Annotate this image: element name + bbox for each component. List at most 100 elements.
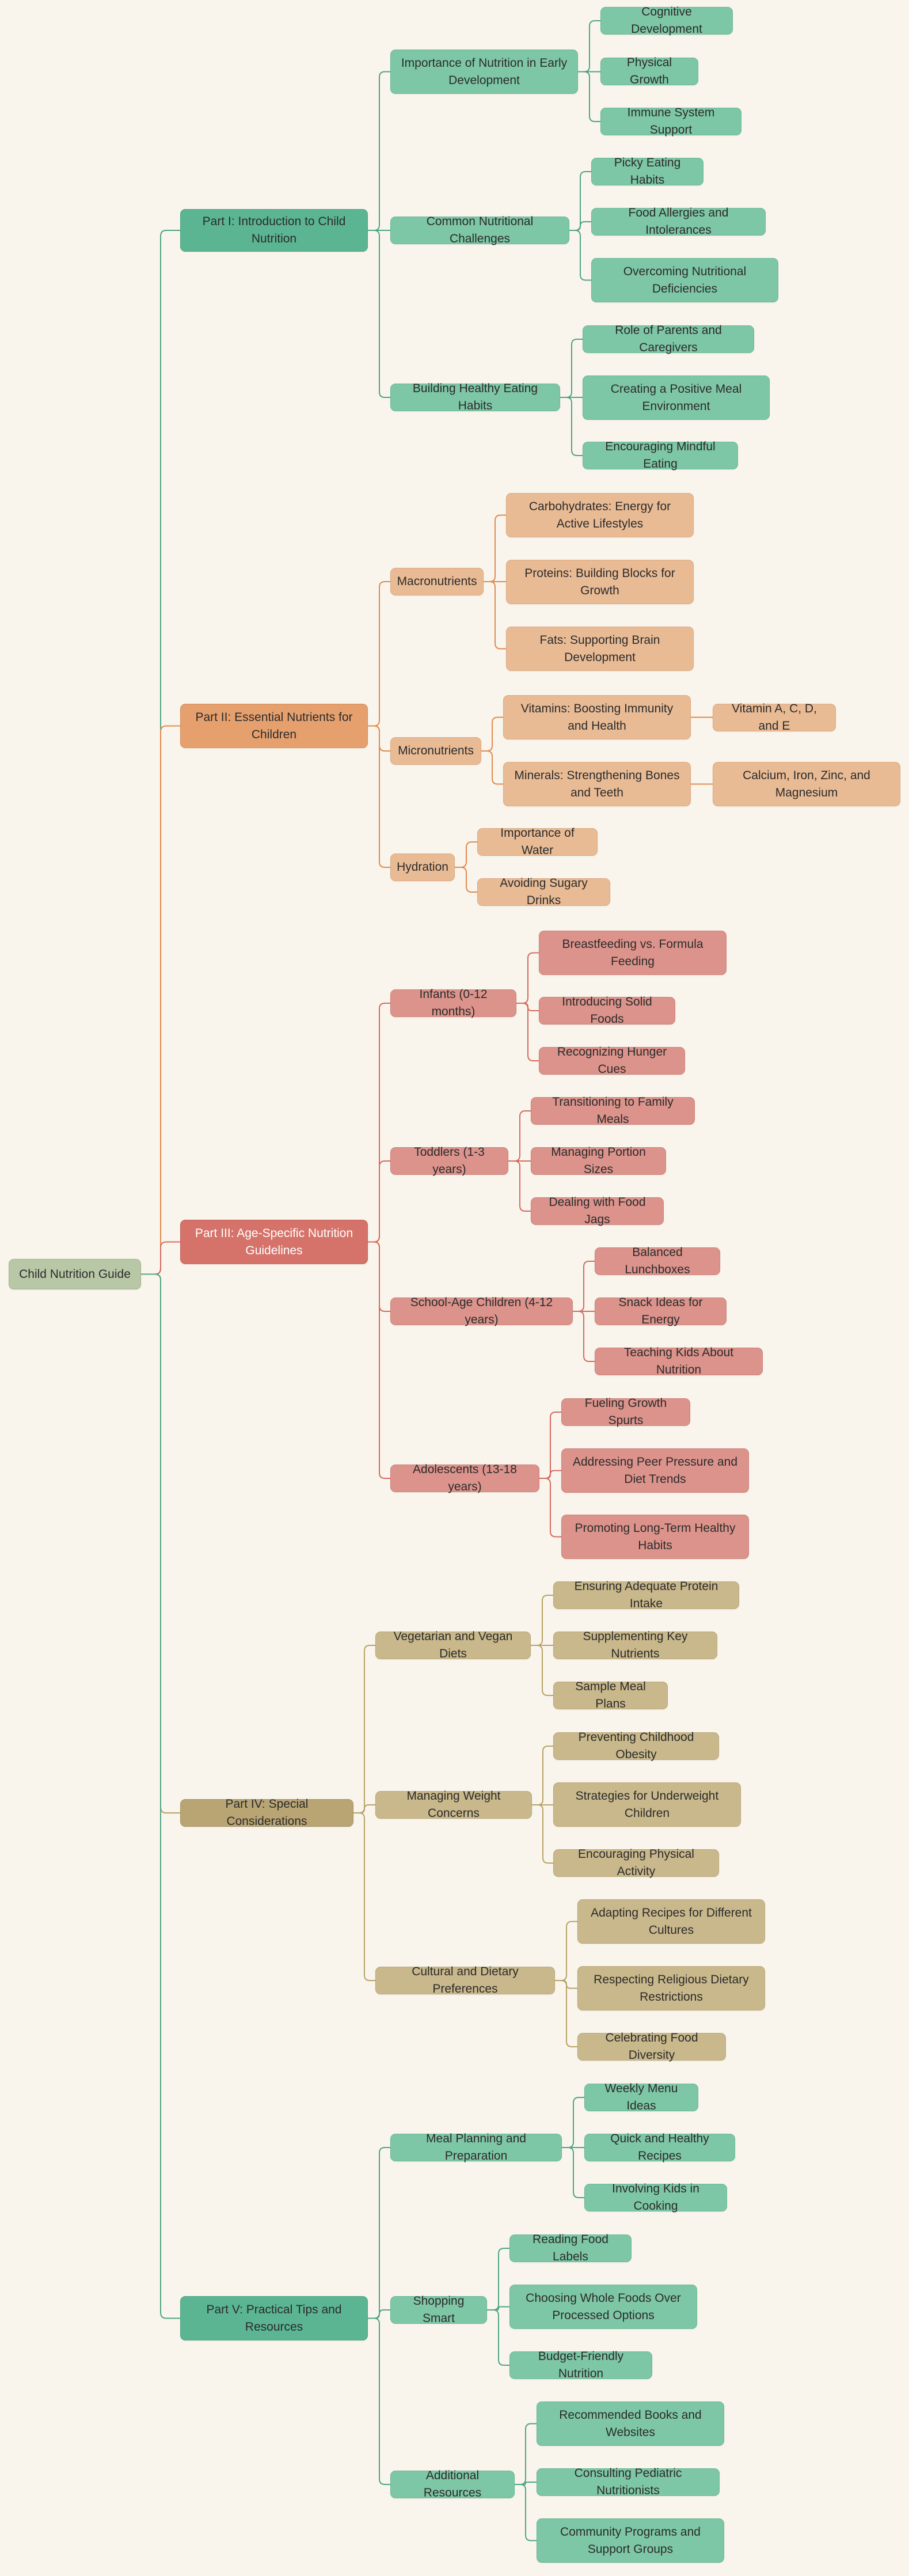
item-3-1-1[interactable]: Breastfeeding vs. Formula Feeding: [539, 931, 727, 975]
edge-item-3-3-1: [573, 1261, 595, 1312]
edge-topic-1-3: [368, 230, 390, 398]
root-node[interactable]: Child Nutrition Guide: [9, 1259, 141, 1289]
item-2-3-1[interactable]: Importance of Water: [477, 826, 598, 857]
item-1-3-2[interactable]: Creating a Positive Meal Environment: [583, 375, 770, 420]
edge-topic-3-4: [368, 1241, 390, 1479]
edge-item-2-3-2: [455, 867, 477, 893]
item-4-1-2[interactable]: Supplementing Key Nutrients: [553, 1630, 717, 1660]
item-5-1-3[interactable]: Involving Kids in Cooking: [584, 2182, 727, 2213]
item-1-1-2[interactable]: Physical Growth: [600, 56, 698, 86]
item-2-2-1-detail[interactable]: Vitamin A, C, D, and E: [713, 702, 836, 733]
item-5-2-1[interactable]: Reading Food Labels: [509, 2233, 632, 2263]
item-5-1-2[interactable]: Quick and Healthy Recipes: [584, 2132, 735, 2163]
item-4-2-2[interactable]: Strategies for Underweight Children: [553, 1782, 741, 1827]
edge-item-3-4-1: [539, 1412, 561, 1479]
edge-topic-5-1: [368, 2147, 390, 2319]
edge-root-part-5: [141, 1273, 180, 2319]
topic-3-4[interactable]: Adolescents (13-18 years): [390, 1463, 539, 1493]
item-3-4-3[interactable]: Promoting Long-Term Healthy Habits: [561, 1515, 749, 1559]
topic-5-1[interactable]: Meal Planning and Preparation: [390, 2132, 562, 2163]
edge-item-1-2-2: [569, 221, 591, 231]
topic-2-2[interactable]: Micronutrients: [390, 737, 481, 765]
edge-topic-1-1: [368, 71, 390, 231]
item-4-2-3[interactable]: Encouraging Physical Activity: [553, 1847, 719, 1878]
edge-item-2-3-1: [455, 841, 477, 868]
topic-3-3[interactable]: School-Age Children (4-12 years): [390, 1296, 573, 1326]
item-4-2-1[interactable]: Preventing Childhood Obesity: [553, 1731, 719, 1761]
item-4-3-2[interactable]: Respecting Religious Dietary Restriction…: [577, 1966, 765, 2010]
topic-4-1[interactable]: Vegetarian and Vegan Diets: [375, 1630, 531, 1660]
edge-item-3-2-1: [508, 1110, 531, 1162]
edge-item-4-3-3: [555, 1980, 577, 2047]
edge-item-4-3-1: [555, 1921, 577, 1981]
item-2-1-2[interactable]: Proteins: Building Blocks for Growth: [506, 560, 694, 604]
part-2-node[interactable]: Part II: Essential Nutrients for Childre…: [180, 704, 368, 748]
item-2-2-2-detail[interactable]: Calcium, Iron, Zinc, and Magnesium: [713, 762, 900, 806]
item-1-2-3[interactable]: Overcoming Nutritional Deficiencies: [591, 258, 778, 302]
edge-topic-2-1: [368, 581, 390, 727]
item-5-3-1[interactable]: Recommended Books and Websites: [537, 2402, 724, 2446]
item-4-1-1[interactable]: Ensuring Adequate Protein Intake: [553, 1580, 739, 1610]
edge-item-4-2-3: [532, 1804, 553, 1864]
edge-item-3-4-2: [539, 1470, 561, 1479]
item-1-2-2[interactable]: Food Allergies and Intolerances: [591, 206, 766, 237]
topic-5-2[interactable]: Shopping Smart: [390, 2294, 487, 2325]
part-1-node[interactable]: Part I: Introduction to Child Nutrition: [180, 209, 368, 252]
item-2-2-2[interactable]: Minerals: Strengthening Bones and Teeth: [503, 762, 691, 806]
edge-item-2-2-2: [481, 750, 503, 785]
item-1-1-3[interactable]: Immune System Support: [600, 106, 741, 136]
edge-topic-4-3: [353, 1812, 375, 1981]
item-3-4-1[interactable]: Fueling Growth Spurts: [561, 1397, 690, 1427]
topic-4-2[interactable]: Managing Weight Concerns: [375, 1789, 532, 1820]
topic-3-2[interactable]: Toddlers (1-3 years): [390, 1145, 508, 1176]
item-5-3-2[interactable]: Consulting Pediatric Nutritionists: [537, 2467, 720, 2497]
item-3-3-2[interactable]: Snack Ideas for Energy: [595, 1296, 727, 1326]
item-4-1-3[interactable]: Sample Meal Plans: [553, 1680, 668, 1710]
item-3-2-2[interactable]: Managing Portion Sizes: [531, 1145, 666, 1176]
item-2-1-3[interactable]: Fats: Supporting Brain Development: [506, 627, 694, 671]
item-3-2-3[interactable]: Dealing with Food Jags: [531, 1196, 664, 1226]
item-1-3-1[interactable]: Role of Parents and Caregivers: [583, 324, 754, 354]
edge-item-2-1-3: [484, 581, 506, 650]
item-1-1-1[interactable]: Cognitive Development: [600, 5, 733, 36]
part-5-node[interactable]: Part V: Practical Tips and Resources: [180, 2296, 368, 2340]
edge-item-5-2-2: [487, 2306, 509, 2311]
edge-item-5-1-1: [562, 2097, 584, 2148]
item-2-2-1[interactable]: Vitamins: Boosting Immunity and Health: [503, 695, 691, 739]
item-3-4-2[interactable]: Addressing Peer Pressure and Diet Trends: [561, 1448, 749, 1493]
item-3-1-2[interactable]: Introducing Solid Foods: [539, 995, 675, 1026]
item-3-2-1[interactable]: Transitioning to Family Meals: [531, 1095, 695, 1126]
edge-item-2-1-1: [484, 514, 506, 582]
edge-topic-5-2: [368, 2309, 390, 2319]
item-3-3-3[interactable]: Teaching Kids About Nutrition: [595, 1346, 763, 1376]
item-3-3-1[interactable]: Balanced Lunchboxes: [595, 1246, 720, 1276]
item-5-1-1[interactable]: Weekly Menu Ideas: [584, 2082, 698, 2112]
part-3-node[interactable]: Part III: Age-Specific Nutrition Guideli…: [180, 1220, 368, 1264]
topic-4-3[interactable]: Cultural and Dietary Preferences: [375, 1965, 555, 1995]
part-4-node[interactable]: Part IV: Special Considerations: [180, 1797, 353, 1828]
topic-2-3[interactable]: Hydration: [390, 853, 455, 881]
edge-item-4-1-1: [531, 1595, 553, 1646]
edge-item-5-3-1: [515, 2423, 537, 2485]
edge-item-1-1-3: [578, 71, 600, 122]
item-2-3-2[interactable]: Avoiding Sugary Drinks: [477, 877, 610, 907]
edge-topic-3-2: [368, 1160, 390, 1243]
edge-item-2-2-1: [481, 716, 503, 752]
topic-1-2[interactable]: Common Nutritional Challenges: [390, 215, 569, 245]
item-4-3-1[interactable]: Adapting Recipes for Different Cultures: [577, 1899, 765, 1944]
topic-2-1[interactable]: Macronutrients: [390, 568, 484, 595]
item-2-1-1[interactable]: Carbohydrates: Energy for Active Lifesty…: [506, 493, 694, 537]
item-5-2-2[interactable]: Choosing Whole Foods Over Processed Opti…: [509, 2285, 697, 2329]
topic-1-1[interactable]: Importance of Nutrition in Early Develop…: [390, 50, 578, 94]
item-3-1-3[interactable]: Recognizing Hunger Cues: [539, 1045, 685, 1076]
item-1-2-1[interactable]: Picky Eating Habits: [591, 156, 703, 187]
topic-3-1[interactable]: Infants (0-12 months): [390, 988, 516, 1018]
edge-item-4-1-3: [531, 1645, 553, 1696]
item-4-3-3[interactable]: Celebrating Food Diversity: [577, 2031, 726, 2062]
item-1-3-3[interactable]: Encouraging Mindful Eating: [583, 440, 738, 471]
item-5-3-3[interactable]: Community Programs and Support Groups: [537, 2518, 724, 2563]
topic-5-3[interactable]: Additional Resources: [390, 2469, 515, 2499]
edge-topic-4-2: [353, 1804, 375, 1814]
topic-1-3[interactable]: Building Healthy Eating Habits: [390, 382, 560, 412]
item-5-2-3[interactable]: Budget-Friendly Nutrition: [509, 2350, 652, 2380]
